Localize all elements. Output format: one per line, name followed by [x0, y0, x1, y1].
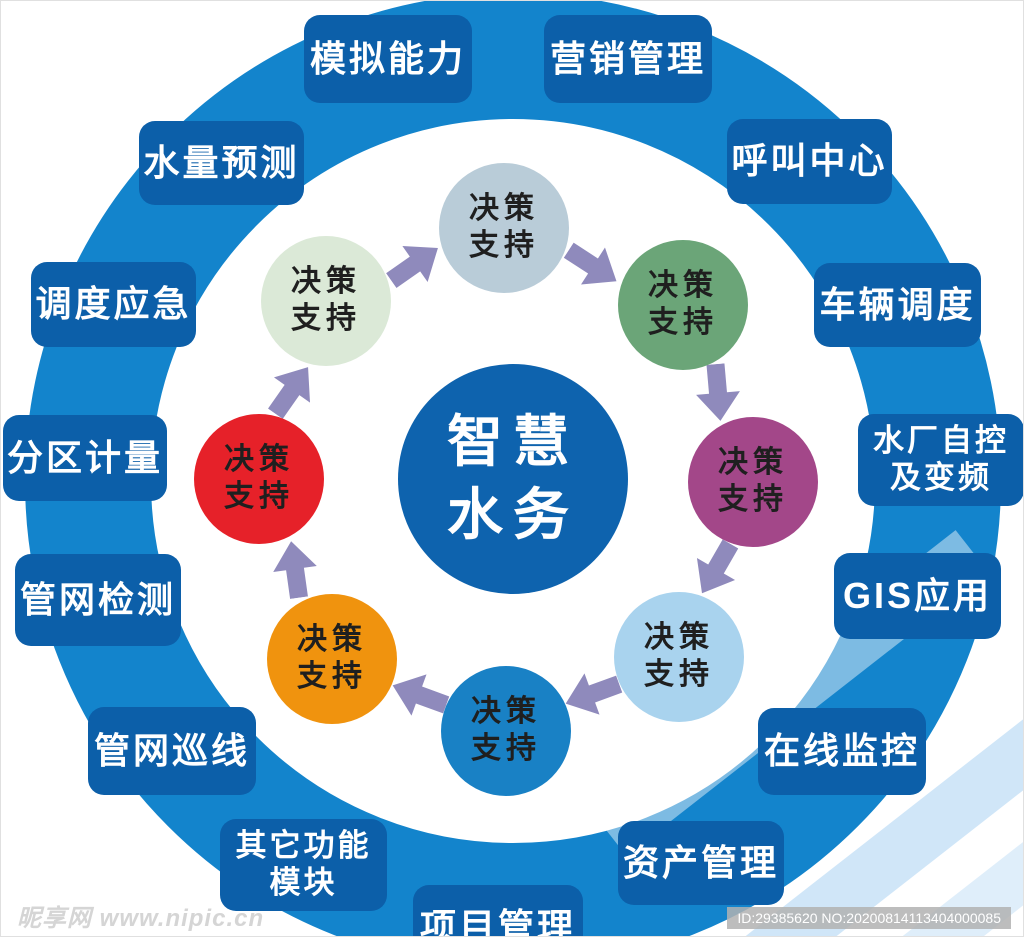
satellite-label: 决策 支持 [718, 446, 788, 516]
site-watermark: 昵享网 www.nipic.cn [17, 905, 265, 932]
module-simulation-capability: 模拟能力 [304, 15, 472, 103]
satellite-label: 决策 支持 [224, 443, 294, 513]
module-label: 管网检测 [19, 578, 176, 620]
module-district-metering: 分区计量 [3, 415, 167, 501]
module-gis-application: GIS应用 [834, 553, 1001, 639]
decision-support-circle-bottom-left: 决策 支持 [267, 594, 397, 724]
module-label: 项目管理 [419, 905, 576, 937]
satellite-label: 决策 支持 [644, 621, 714, 691]
satellite-label: 决策 支持 [469, 192, 539, 262]
module-label: 呼叫中心 [731, 140, 888, 182]
decision-support-circle-right: 决策 支持 [688, 417, 818, 547]
flow-arrow-icon [693, 362, 744, 424]
satellite-label: 决策 支持 [471, 695, 541, 765]
module-label: 水量预测 [143, 141, 300, 183]
module-call-center: 呼叫中心 [727, 119, 892, 204]
decision-support-circle-top-right: 决策 支持 [618, 240, 748, 370]
module-label: 其它功能 模块 [235, 828, 372, 900]
decision-support-circle-bottom-right: 决策 支持 [614, 592, 744, 722]
module-water-volume-forecast: 水量预测 [139, 121, 304, 205]
module-dispatch-emergency: 调度应急 [31, 262, 196, 347]
satellite-label: 决策 支持 [648, 269, 718, 339]
decision-support-circle-left: 决策 支持 [194, 414, 324, 544]
satellite-label: 决策 支持 [297, 623, 367, 693]
id-badge: ID:29385620 NO:20200814113404000085 [727, 907, 1011, 929]
module-online-monitoring: 在线监控 [758, 708, 926, 795]
module-plant-automation-vfd: 水厂自控 及变频 [858, 414, 1023, 506]
module-label: 车辆调度 [819, 283, 976, 325]
flow-arrow-icon [384, 663, 454, 726]
module-label: 调度应急 [35, 283, 192, 325]
module-label: 管网巡线 [93, 729, 250, 771]
module-pipe-network-patrol: 管网巡线 [88, 707, 256, 795]
module-other-function-blocks: 其它功能 模块 [220, 819, 387, 911]
module-label: 在线监控 [763, 730, 920, 772]
module-vehicle-dispatch: 车辆调度 [814, 263, 981, 347]
module-pipe-network-detection: 管网检测 [15, 554, 181, 646]
flow-arrow-icon [556, 231, 630, 301]
decision-support-circle-top-left: 决策 支持 [261, 236, 391, 366]
flow-arrow-icon [268, 537, 322, 601]
module-project-management: 项目管理 [413, 885, 583, 937]
module-label: 模拟能力 [309, 37, 466, 79]
decision-support-circle-bottom: 决策 支持 [441, 666, 571, 796]
module-asset-management: 资产管理 [618, 821, 784, 905]
module-marketing-management: 营销管理 [544, 15, 712, 103]
center-label: 智慧 水务 [447, 410, 579, 546]
module-label: GIS应用 [842, 574, 993, 616]
flow-arrow-icon [682, 532, 751, 605]
decision-support-circle-top: 决策 支持 [439, 163, 569, 293]
module-label: 水厂自控 及变频 [873, 423, 1009, 495]
module-label: 资产管理 [622, 841, 779, 883]
module-label: 分区计量 [6, 436, 163, 478]
flow-arrow-icon [378, 229, 452, 300]
module-label: 营销管理 [549, 37, 706, 79]
satellite-label: 决策 支持 [291, 265, 361, 335]
flow-arrow-icon [557, 662, 627, 725]
smart-water-center-circle: 智慧 水务 [398, 364, 628, 594]
flow-arrow-icon [257, 353, 328, 427]
